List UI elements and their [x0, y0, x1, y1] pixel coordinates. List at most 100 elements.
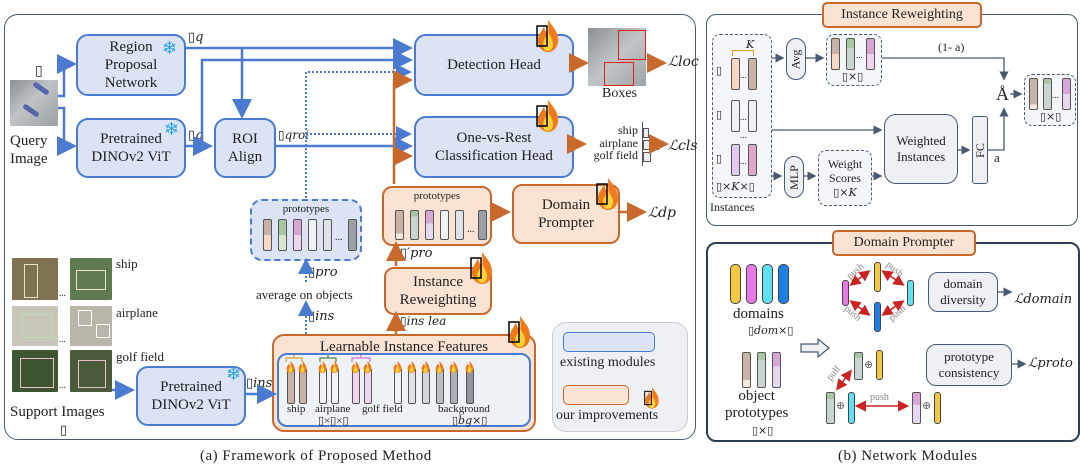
pair-domain: [934, 392, 941, 424]
legend-improvements-label: our improvements: [556, 408, 659, 423]
domain-node: [874, 262, 881, 292]
feature-q-dino: ▯q: [188, 128, 204, 143]
alpha-label: a: [994, 150, 1000, 165]
prototype-vector: [395, 210, 404, 240]
pair-prototype: [912, 392, 921, 424]
support-symbol: ▯: [60, 422, 68, 437]
fire-icon: [536, 100, 558, 132]
frozen-snowflake-icon: ❄: [164, 119, 180, 139]
pretrained-dinov2-support: Pretrained DINOv2 ViT: [136, 366, 246, 426]
prototype-vector: [410, 210, 419, 240]
object-prototypes-label: object prototypes: [725, 388, 789, 421]
fire-icon: [421, 360, 430, 374]
legend-existing-label: existing modules: [560, 355, 656, 370]
class-score-bar: [643, 128, 649, 138]
fire-icon: [330, 360, 339, 374]
prototype-vector: [478, 210, 487, 240]
pair-domain: [876, 350, 883, 380]
ellipsis: ...: [467, 224, 475, 235]
fire-icon: [318, 360, 327, 374]
domain-node: [874, 302, 881, 332]
ellipsis: ...: [740, 130, 747, 140]
class-score-list: ship airplane golf field: [586, 124, 638, 162]
feature-q-rpn: ▯q: [188, 30, 204, 45]
instances-label: Instances: [710, 200, 755, 214]
loss-dp: ℒdp: [648, 205, 677, 221]
instances-group: [712, 34, 772, 198]
learnable-dims-obj: ▯×▯×▯: [318, 415, 349, 427]
loss-domain: ℒdomain: [1014, 292, 1073, 307]
ellipsis: ...: [335, 232, 343, 243]
support-image-airplane-1: [12, 306, 58, 346]
ellipsis: ...: [856, 50, 863, 60]
object-prototypes-dims: ▯×▯: [752, 424, 774, 437]
ellipsis: ...: [59, 380, 66, 390]
prototype-vector: [348, 219, 357, 251]
prototype-vector: [278, 219, 287, 251]
domain-vector: [730, 264, 741, 304]
mlp-block: MLP: [784, 156, 804, 198]
boxes-image: [588, 28, 646, 86]
prototype-vector: [308, 219, 317, 251]
domains-label: domains: [733, 306, 784, 322]
instance-vector: [731, 100, 740, 132]
fire-icon: [407, 360, 416, 374]
learnable-features-inner: [277, 353, 531, 427]
feature-ins: ▯ins: [308, 309, 335, 324]
feature-pro: ▯pro: [308, 265, 338, 280]
caption-network-modules: (b) Network Modules: [838, 448, 978, 464]
support-image-ship-2: [70, 258, 112, 300]
class-score-label: airplane: [599, 135, 638, 150]
class-score-label: ship: [617, 123, 638, 137]
class-score-bar: [643, 140, 659, 150]
instance-vector: [731, 144, 740, 176]
output-vector: [1062, 78, 1071, 110]
fire-icon: [449, 360, 458, 374]
query-image-label: Query Image: [10, 133, 48, 167]
prototype-vector: [440, 210, 449, 240]
out-dims: ▯×▯: [1040, 110, 1062, 123]
learnable-group-label: background: [438, 403, 490, 415]
ellipsis: ...: [59, 288, 66, 298]
fire-icon: [596, 178, 618, 210]
domain-node: [842, 280, 849, 306]
output-vector: [1043, 78, 1052, 110]
class-score-label: golf field: [593, 148, 638, 163]
fire-icon: [435, 360, 444, 374]
object-prototype-vector: [742, 352, 751, 388]
row-symbol: ▯: [716, 65, 723, 77]
domains-dims: ▯dom×▯: [748, 324, 794, 337]
instance-vector: [748, 58, 757, 90]
pair-domain: [848, 392, 855, 424]
concat-icon: ⊕: [836, 400, 846, 412]
transform-arrow-icon: [800, 338, 830, 358]
support-class-label: golf field: [116, 349, 165, 364]
pretrained-dinov2-query: Pretrained DINOv2 ViT: [76, 118, 186, 178]
dino-support-feature: ▯ins: [246, 376, 273, 391]
row-symbol: ▯: [716, 109, 723, 121]
prototype-vector: [293, 219, 302, 251]
support-image-ship-1: [12, 258, 58, 300]
feature-pro-prime: ▯′pro: [400, 246, 433, 261]
push-label: push: [870, 392, 889, 403]
avg-vector: [846, 38, 855, 70]
concat-icon: ⊕: [864, 359, 874, 371]
prototype-vector: [455, 210, 464, 240]
output-vector: [1029, 78, 1038, 110]
class-score-axis: [642, 122, 643, 166]
row-symbol: ▯: [716, 153, 723, 165]
ellipsis: ...: [740, 112, 747, 122]
support-class-label: ship: [116, 256, 138, 271]
query-symbol: ▯: [35, 64, 43, 79]
region-proposal-network: Region Proposal Network: [76, 34, 186, 96]
weight-scores: Weight Scores ▯×K: [818, 150, 872, 206]
query-image: [10, 80, 58, 126]
instance-vector: [748, 100, 757, 132]
prototype-vector: [425, 210, 434, 240]
support-images-label: Support Images: [10, 404, 105, 420]
instance-vector: [748, 144, 757, 176]
ellipsis: ...: [740, 70, 747, 80]
avg-vector: [866, 38, 875, 70]
fire-icon: [351, 360, 360, 374]
class-score-bar: [643, 152, 651, 162]
